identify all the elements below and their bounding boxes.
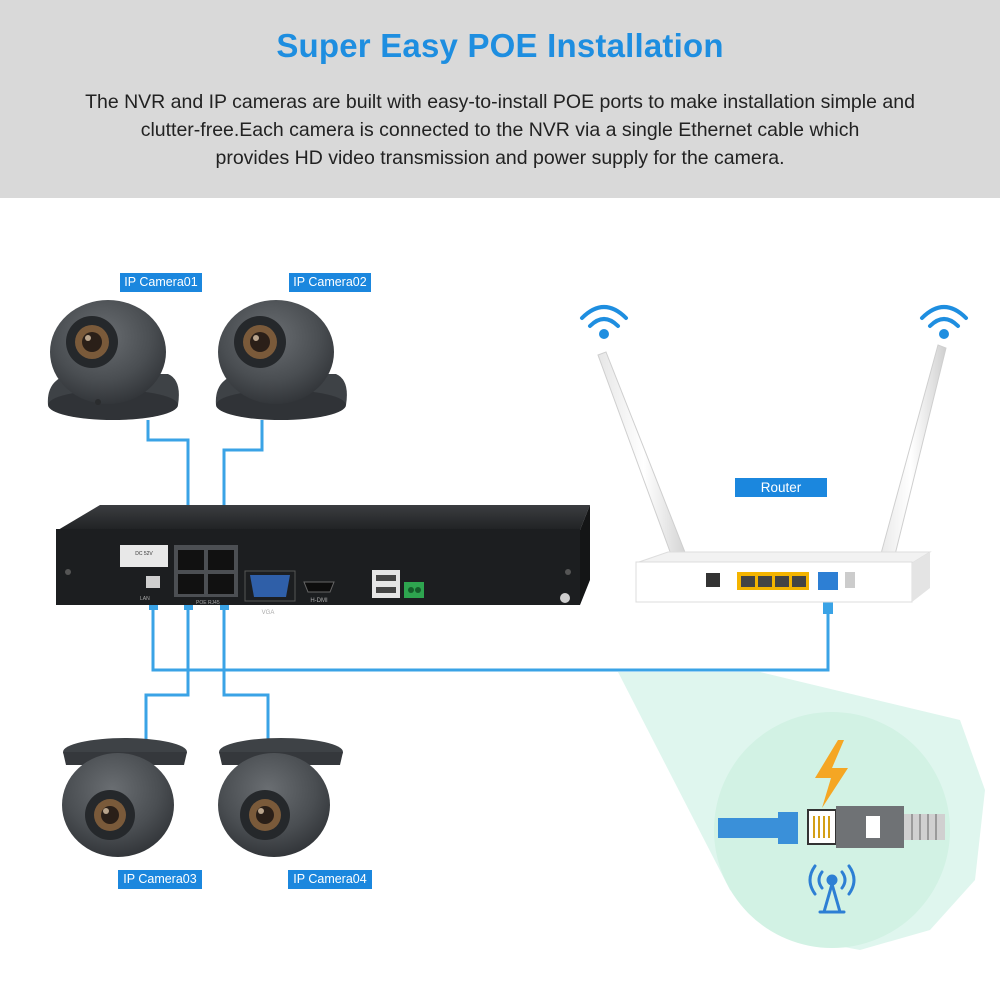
nvr-lan-label: LAN	[140, 596, 150, 602]
page-title: Super Easy POE Installation	[276, 27, 724, 64]
lightning-icon	[815, 740, 848, 808]
poe-callout	[618, 672, 985, 950]
dome-camera-2	[215, 300, 347, 420]
wifi-icon	[920, 305, 968, 339]
cable-router	[151, 600, 830, 672]
description-line-1: The NVR and IP cameras are built with ea…	[85, 91, 915, 113]
nvr-hdmi-label: H-DMI	[310, 598, 328, 604]
nvr-poe-label: POE RJ45	[196, 600, 220, 606]
wifi-router	[635, 551, 932, 603]
cable-camera4	[222, 600, 270, 740]
label-ip-camera02: IP Camera02	[289, 273, 371, 292]
dome-camera-3	[62, 738, 187, 857]
label-router: Router	[735, 478, 827, 497]
dome-camera-1	[47, 300, 179, 420]
nvr-recorder: DC 52V LAN POE RJ45 VGA H-DMI	[56, 505, 590, 616]
wifi-icon	[580, 305, 628, 339]
installation-diagram: DC 52V LAN POE RJ45 VGA H-DMI	[47, 300, 985, 950]
antenna-signal-icon	[808, 864, 856, 914]
rj45-connector-icon	[718, 806, 945, 848]
cable-camera1	[146, 420, 190, 528]
description-line-2: clutter-free.Each camera is connected to…	[140, 119, 860, 141]
router-antennas	[597, 344, 947, 576]
cable-camera3	[144, 600, 190, 740]
nvr-power-label: DC 52V	[135, 551, 153, 557]
dome-camera-4	[218, 738, 343, 857]
description: The NVR and IP cameras are built with ea…	[60, 88, 940, 172]
label-ip-camera04: IP Camera04	[288, 870, 372, 889]
header-banner: Super Easy POE Installation The NVR and …	[0, 0, 1000, 198]
nvr-vga-label: VGA	[262, 610, 275, 616]
ethernet-cables	[144, 420, 830, 740]
cable-camera2	[222, 420, 264, 528]
label-ip-camera03: IP Camera03	[118, 870, 202, 889]
description-line-3: provides HD video transmission and power…	[215, 147, 785, 169]
label-ip-camera01: IP Camera01	[120, 273, 202, 292]
